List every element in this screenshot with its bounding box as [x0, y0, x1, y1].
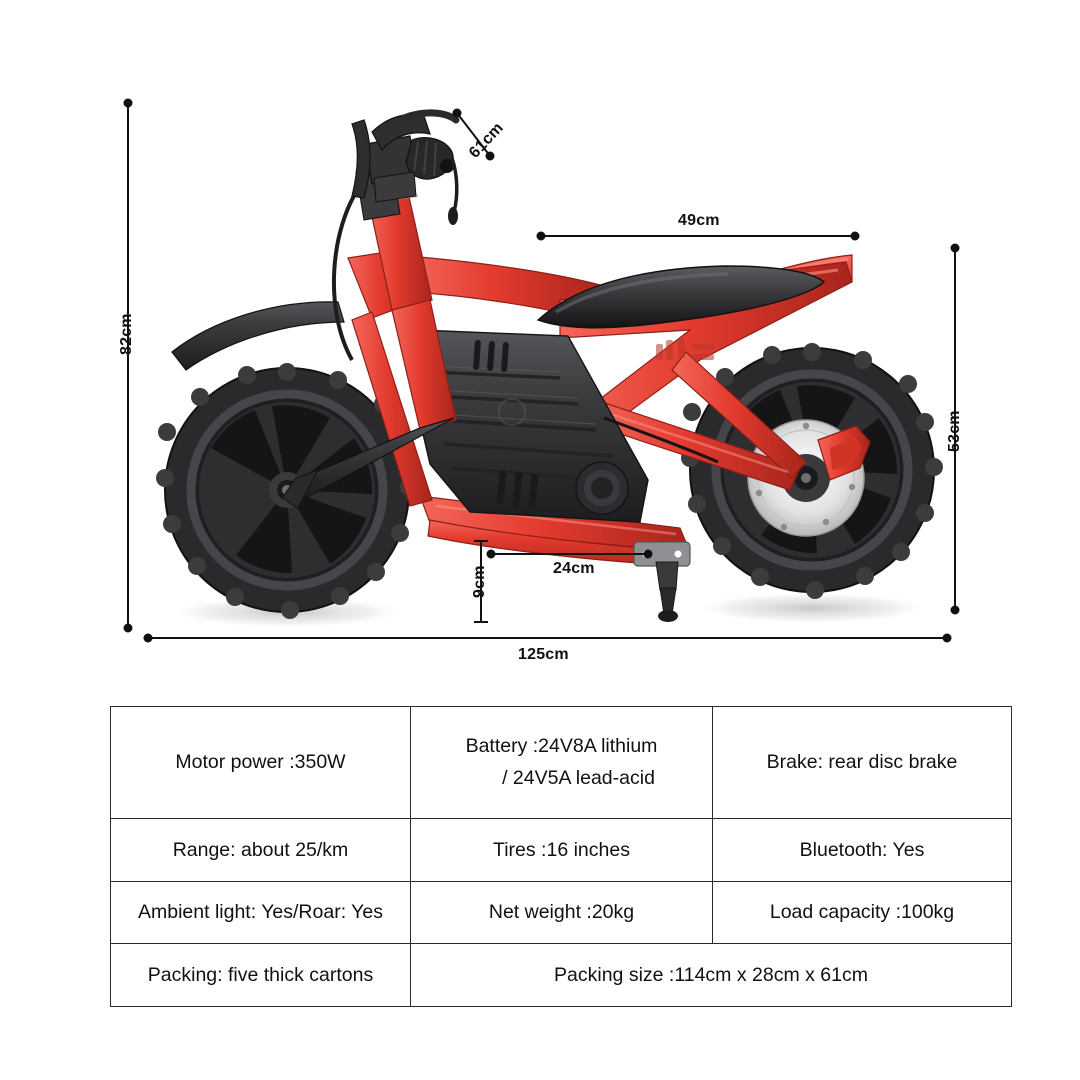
spec-text: / 24V5A lead-acid	[502, 767, 655, 790]
spec-cell-battery: Battery :24V8A lithium / 24V5A lead-acid	[410, 706, 713, 819]
spec-text: Motor power :350W	[175, 751, 346, 774]
spec-text: Net weight :20kg	[488, 901, 635, 924]
spec-text: Tires :16 inches	[493, 838, 630, 861]
spec-cell-net-weight: Net weight :20kg	[410, 880, 713, 945]
battery-cap	[575, 461, 629, 515]
spec-text: Packing size :114cm x 28cm x 61cm	[554, 964, 868, 987]
spec-cell-packing-size: Packing size :114cm x 28cm x 61cm	[410, 943, 1012, 1007]
table-row: Packing: five thick cartons Packing size…	[110, 943, 1012, 1007]
dim-label-82cm: 82cm	[118, 313, 135, 355]
spec-text: Range: about 25/km	[172, 838, 349, 861]
spec-text: Battery :24V8A lithium	[465, 735, 658, 758]
front-wheel	[156, 363, 418, 619]
spec-cell-motor-power: Motor power :350W	[110, 706, 411, 819]
frame-decal	[656, 338, 714, 360]
spec-text: Brake: rear disc brake	[766, 751, 958, 774]
throttle-grip	[405, 137, 454, 180]
seat	[536, 265, 826, 329]
spec-cell-tires: Tires :16 inches	[410, 817, 713, 882]
dim-label-9cm: 9cm	[471, 565, 488, 598]
spec-cell-range: Range: about 25/km	[110, 817, 411, 882]
product-illustration: 82cm 49cm 61cm 53cm 24cm 9cm 125cm	[118, 98, 963, 663]
spec-cell-ambient-light: Ambient light: Yes/Roar: Yes	[110, 880, 411, 945]
battery-body-panel	[411, 329, 649, 523]
table-row: Ambient light: Yes/Roar: Yes Net weight …	[110, 880, 1012, 945]
spec-text: Bluetooth: Yes	[799, 838, 925, 861]
spec-cell-load-capacity: Load capacity :100kg	[712, 880, 1012, 945]
brake-caliper	[817, 425, 871, 481]
spec-text: Ambient light: Yes/Roar: Yes	[138, 901, 383, 924]
rear-wheel	[681, 343, 943, 599]
dim-line-61cm	[456, 112, 491, 157]
table-row: Range: about 25/km Tires :16 inches Blue…	[110, 817, 1012, 882]
dim-label-53cm: 53cm	[946, 410, 963, 452]
spec-text: Load capacity :100kg	[769, 901, 955, 924]
panel-logo	[497, 397, 527, 427]
spec-text: Packing: five thick cartons	[147, 964, 374, 987]
spec-cell-bluetooth: Bluetooth: Yes	[712, 817, 1012, 882]
specification-table: Motor power :350W Battery :24V8A lithium…	[110, 706, 1012, 1007]
front-fender	[171, 301, 345, 371]
rear-cable	[603, 416, 719, 464]
dimension-overlay	[123, 98, 960, 643]
dim-label-24cm: 24cm	[553, 560, 595, 577]
dim-label-49cm: 49cm	[678, 212, 720, 229]
table-row: Motor power :350W Battery :24V8A lithium…	[110, 706, 1012, 819]
spec-cell-packing: Packing: five thick cartons	[110, 943, 411, 1007]
dim-label-125cm: 125cm	[518, 646, 569, 663]
rear-wheel-shadow	[692, 592, 932, 624]
spec-cell-brake: Brake: rear disc brake	[712, 706, 1012, 819]
spec-table-body: Motor power :350W Battery :24V8A lithium…	[110, 706, 1012, 1007]
handlebar-assembly	[351, 109, 460, 225]
